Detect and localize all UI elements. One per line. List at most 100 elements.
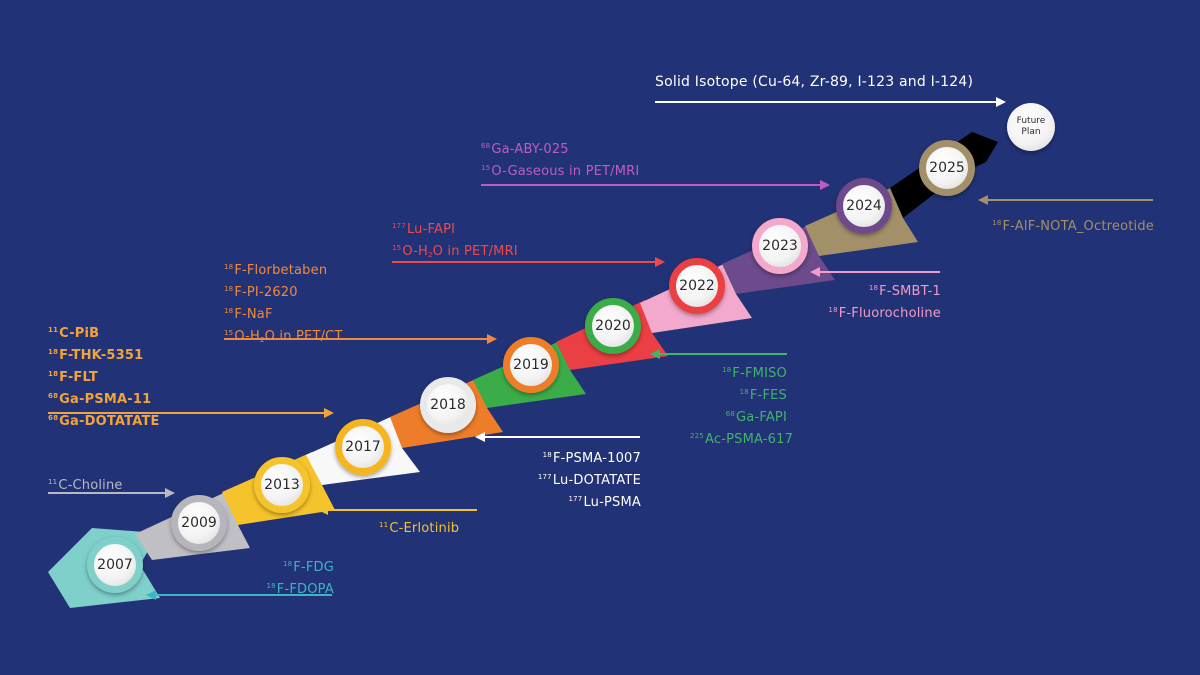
isotope-mass-number: 11	[379, 521, 389, 529]
isotope-mass-number: 177	[392, 222, 406, 230]
radiotracer-entry: 18F-NaF	[224, 302, 343, 324]
radiotracer-entry: 68Ga-FAPI	[690, 405, 787, 427]
tracer-name: F-FES	[749, 388, 787, 403]
tracer-name-suffix: O in PET/MRI	[432, 244, 518, 259]
milestone-2007[interactable]: 2007	[87, 537, 143, 593]
arrow-head	[165, 488, 175, 498]
radiotracer-entry: 11C-PiB	[48, 321, 160, 343]
annotation-future: Solid Isotope (Cu-64, Zr-89, I-123 and I…	[655, 73, 1005, 92]
isotope-mass-number: 18	[224, 307, 234, 315]
radiotracer-entry: 68Ga-ABY-025	[481, 137, 639, 159]
isotope-mass-number: 18	[739, 388, 749, 396]
tracer-name: F-FMISO	[732, 366, 787, 381]
isotope-mass-number: 177	[537, 473, 552, 481]
radiotracer-entry: 15O-Gaseous in PET/MRI	[481, 159, 639, 181]
arrow-head	[650, 349, 660, 359]
tracer-name: Ga-FAPI	[736, 410, 787, 425]
arrow-head	[996, 97, 1006, 107]
tracer-name-suffix: O in PET/CT	[264, 329, 343, 344]
radiotracer-entry: 18F-THK-5351	[48, 343, 160, 365]
isotope-mass-number: 18	[868, 284, 879, 292]
arrow-2022	[392, 257, 665, 267]
tracer-name: Ac-PSMA-617	[704, 432, 794, 447]
isotope-mass-number: 68	[48, 392, 59, 400]
radiotracer-entry: 18F-FDOPA	[258, 577, 334, 599]
isotope-mass-number: 68	[725, 410, 736, 418]
isotope-mass-number: 177	[568, 495, 583, 503]
radiotracer-entry: 18F-PI-2620	[224, 280, 343, 302]
milestone-2017[interactable]: 2017	[335, 419, 391, 475]
milestone-2025[interactable]: 2025	[919, 140, 975, 196]
annotation-2013: 11C-Erlotinib	[379, 516, 459, 538]
radiotracer-entry: 177Lu-FAPI	[392, 217, 518, 239]
arrow-2017	[48, 408, 334, 418]
arrow-head	[655, 257, 665, 267]
tracer-name: F-PI-2620	[234, 285, 298, 300]
radiotracer-entry: 11C-Choline	[48, 473, 123, 495]
arrow-2019	[224, 334, 497, 344]
isotope-mass-number: 18	[282, 560, 293, 568]
subscript: 2	[427, 251, 433, 259]
arrow-head	[146, 590, 156, 600]
arrow-2007	[146, 590, 332, 600]
arrow-2013	[318, 505, 477, 515]
milestone-future[interactable]: Future Plan	[1007, 103, 1055, 151]
tracer-name: C-PiB	[59, 326, 100, 341]
milestone-2024[interactable]: 2024	[836, 178, 892, 234]
milestone-2023[interactable]: 2023	[752, 218, 808, 274]
tracer-name: Lu-FAPI	[406, 222, 456, 237]
tracer-name: F-THK-5351	[59, 348, 144, 363]
tracer-name: F-AlF-NOTA_Octreotide	[1002, 219, 1154, 234]
tracer-name: F-Fluorocholine	[838, 306, 941, 321]
isotope-mass-number: 18	[992, 219, 1002, 227]
tracer-name: Solid Isotope (Cu-64, Zr-89, I-123 and I…	[655, 74, 974, 90]
tracer-name: O-H	[234, 329, 260, 344]
arrow-2025	[978, 195, 1153, 205]
arrow-2020	[650, 349, 787, 359]
arrow-head	[324, 408, 334, 418]
radiotracer-entry: 225Ac-PSMA-617	[690, 427, 793, 449]
tracer-name: F-FLT	[59, 370, 98, 385]
radiotracer-entry: 11C-Erlotinib	[379, 516, 459, 538]
milestone-2020[interactable]: 2020	[585, 298, 641, 354]
arrow-head	[318, 505, 328, 515]
isotope-mass-number: 18	[542, 451, 552, 459]
milestone-2018[interactable]: 2018	[420, 377, 476, 433]
arrow-head	[978, 195, 988, 205]
isotope-mass-number: 18	[722, 366, 732, 374]
tracer-name: Ga-DOTATATE	[59, 414, 160, 429]
tracer-name: F-FDG	[293, 560, 334, 575]
radiotracer-entry: 18F-Florbetaben	[224, 258, 343, 280]
milestone-2022[interactable]: 2022	[669, 258, 725, 314]
radiotracer-entry: 18F-Fluorocholine	[803, 301, 941, 323]
radiotracer-entry: 18F-AlF-NOTA_Octreotide	[971, 214, 1154, 236]
isotope-mass-number: 18	[224, 263, 234, 271]
annotation-2009: 11C-Choline	[48, 473, 123, 495]
tracer-name: Lu-PSMA	[583, 495, 641, 510]
radiotracer-entry: 15O-H2O in PET/MRI	[392, 239, 518, 265]
milestone-2013[interactable]: 2013	[254, 457, 310, 513]
tracer-name: F-NaF	[234, 307, 273, 322]
radiotracer-entry: 18F-FMISO	[690, 361, 787, 383]
arrow-head	[810, 267, 820, 277]
tracer-name: Lu-DOTATATE	[552, 473, 641, 488]
tracer-name: Ga-PSMA-11	[59, 392, 152, 407]
milestone-2019[interactable]: 2019	[503, 337, 559, 393]
milestone-2009[interactable]: 2009	[171, 495, 227, 551]
arrow-head	[820, 180, 830, 190]
tracer-name: C-Erlotinib	[389, 521, 460, 536]
radiotracer-entry: 18F-FES	[690, 383, 787, 405]
radiotracer-entry: 68Ga-DOTATATE	[48, 409, 160, 431]
radiotracer-entry: 18F-PSMA-1007	[521, 446, 641, 468]
subscript: 2	[259, 336, 265, 344]
arrow-2018	[475, 432, 640, 442]
arrow-2024	[481, 180, 830, 190]
isotope-mass-number: 18	[48, 370, 59, 378]
arrow-head	[475, 432, 485, 442]
radiotracer-entry: Solid Isotope (Cu-64, Zr-89, I-123 and I…	[655, 73, 1005, 92]
isotope-mass-number: 18	[828, 306, 838, 314]
